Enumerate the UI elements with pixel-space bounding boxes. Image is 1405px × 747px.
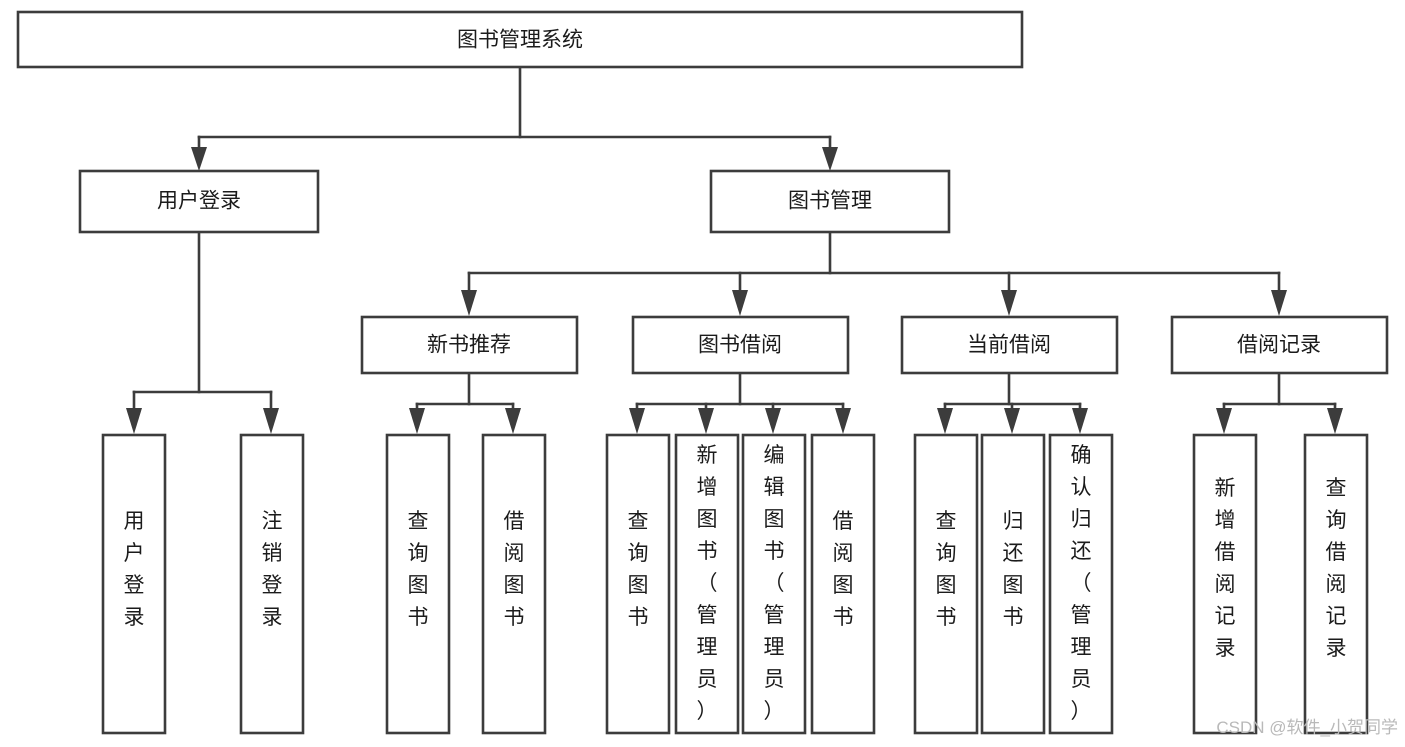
node-leaf-query-record[interactable]: 查询借阅记录 <box>1303 433 1369 735</box>
arrow-head-borrow-record <box>1271 290 1287 316</box>
node-box-leaf-user-login <box>101 433 167 735</box>
node-box-book-borrow <box>631 315 850 375</box>
node-user-login[interactable]: 用户登录 <box>78 169 320 234</box>
connector-group-book-borrow <box>629 371 851 434</box>
node-leaf-add-book[interactable]: 新增图书（管理员） <box>674 433 740 735</box>
node-box-current-borrow <box>900 315 1119 375</box>
node-label-leaf-logout-login: 注销登录 <box>262 510 283 629</box>
connector-group-borrow-record <box>1216 371 1343 434</box>
node-leaf-edit-book[interactable]: 编辑图书（管理员） <box>741 433 807 735</box>
arrow-head-leaf-query-book-3 <box>937 408 953 434</box>
node-label-leaf-query-record: 查询借阅记录 <box>1326 477 1347 660</box>
node-leaf-query-book-2[interactable]: 查询图书 <box>605 433 671 735</box>
node-box-leaf-query-record <box>1303 433 1369 735</box>
node-label-leaf-query-book-2: 查询图书 <box>628 510 649 629</box>
node-book-management[interactable]: 图书管理 <box>709 169 951 234</box>
node-leaf-borrow-book-2[interactable]: 借阅图书 <box>810 433 876 735</box>
node-root-system[interactable]: 图书管理系统 <box>16 10 1024 69</box>
connector-group-root <box>191 65 838 171</box>
connector-group-book-management <box>461 230 1287 316</box>
node-box-new-book-recommend <box>360 315 579 375</box>
node-box-book-management <box>709 169 951 234</box>
arrow-head-leaf-user-login <box>126 408 142 434</box>
node-label-user-login: 用户登录 <box>157 190 241 213</box>
arrow-head-leaf-return-book <box>1004 408 1020 434</box>
node-leaf-logout-login[interactable]: 注销登录 <box>239 433 305 735</box>
node-label-leaf-confirm-return: 确认归还（管理员） <box>1071 444 1092 723</box>
node-box-leaf-confirm-return <box>1048 433 1114 735</box>
node-label-leaf-query-book-1: 查询图书 <box>408 510 429 629</box>
arrow-head-leaf-query-record <box>1327 408 1343 434</box>
node-label-leaf-add-book: 新增图书（管理员） <box>697 444 718 723</box>
node-book-borrow[interactable]: 图书借阅 <box>631 315 850 375</box>
node-label-leaf-edit-book: 编辑图书（管理员） <box>764 444 785 723</box>
node-box-root-system <box>16 10 1024 69</box>
node-label-book-borrow: 图书借阅 <box>698 334 782 357</box>
arrow-head-leaf-query-book-1 <box>409 408 425 434</box>
arrow-head-book-borrow <box>732 290 748 316</box>
node-label-leaf-user-login: 用户登录 <box>124 510 145 629</box>
node-new-book-recommend[interactable]: 新书推荐 <box>360 315 579 375</box>
node-box-leaf-borrow-book-2 <box>810 433 876 735</box>
node-label-new-book-recommend: 新书推荐 <box>427 334 511 357</box>
arrow-head-leaf-logout-login <box>263 408 279 434</box>
node-box-user-login <box>78 169 320 234</box>
node-leaf-borrow-book-1[interactable]: 借阅图书 <box>481 433 547 735</box>
node-box-leaf-add-record <box>1192 433 1258 735</box>
arrow-head-leaf-borrow-book-2 <box>835 408 851 434</box>
node-label-leaf-borrow-book-2: 借阅图书 <box>833 510 854 629</box>
node-label-book-management: 图书管理 <box>788 190 872 213</box>
node-box-leaf-query-book-1 <box>385 433 451 735</box>
node-leaf-query-book-3[interactable]: 查询图书 <box>913 433 979 735</box>
node-label-current-borrow: 当前借阅 <box>967 334 1051 357</box>
arrow-head-leaf-add-book <box>698 408 714 434</box>
arrow-head-leaf-query-book-2 <box>629 408 645 434</box>
node-box-leaf-query-book-2 <box>605 433 671 735</box>
node-box-leaf-add-book <box>674 433 740 735</box>
node-current-borrow[interactable]: 当前借阅 <box>900 315 1119 375</box>
node-leaf-add-record[interactable]: 新增借阅记录 <box>1192 433 1258 735</box>
arrow-head-leaf-borrow-book-1 <box>505 408 521 434</box>
arrow-head-user-login <box>191 147 207 171</box>
node-borrow-record[interactable]: 借阅记录 <box>1170 315 1389 375</box>
node-label-root-system: 图书管理系统 <box>457 29 583 52</box>
arrow-head-leaf-add-record <box>1216 408 1232 434</box>
node-box-leaf-return-book <box>980 433 1046 735</box>
connector-group-new-book-recommend <box>409 371 521 434</box>
connector-group-current-borrow <box>937 371 1088 434</box>
node-label-leaf-return-book: 归还图书 <box>1003 510 1024 629</box>
arrow-head-new-book-recommend <box>461 290 477 316</box>
node-label-leaf-query-book-3: 查询图书 <box>936 510 957 629</box>
arrow-head-current-borrow <box>1001 290 1017 316</box>
node-leaf-confirm-return[interactable]: 确认归还（管理员） <box>1048 433 1114 735</box>
node-leaf-user-login[interactable]: 用户登录 <box>101 433 167 735</box>
node-leaf-query-book-1[interactable]: 查询图书 <box>385 433 451 735</box>
arrow-head-leaf-edit-book <box>765 408 781 434</box>
arrow-head-leaf-confirm-return <box>1072 408 1088 434</box>
node-box-borrow-record <box>1170 315 1389 375</box>
arrow-head-book-management <box>822 147 838 171</box>
node-leaf-return-book[interactable]: 归还图书 <box>980 433 1046 735</box>
node-label-leaf-borrow-book-1: 借阅图书 <box>504 510 525 629</box>
node-label-leaf-add-record: 新增借阅记录 <box>1215 477 1236 660</box>
node-box-leaf-edit-book <box>741 433 807 735</box>
node-box-leaf-logout-login <box>239 433 305 735</box>
node-box-leaf-query-book-3 <box>913 433 979 735</box>
csdn-watermark: CSDN @软件_小贺同学 <box>1216 718 1398 737</box>
connector-group-user-login <box>126 230 279 434</box>
node-box-leaf-borrow-book-1 <box>481 433 547 735</box>
node-label-borrow-record: 借阅记录 <box>1237 334 1321 357</box>
